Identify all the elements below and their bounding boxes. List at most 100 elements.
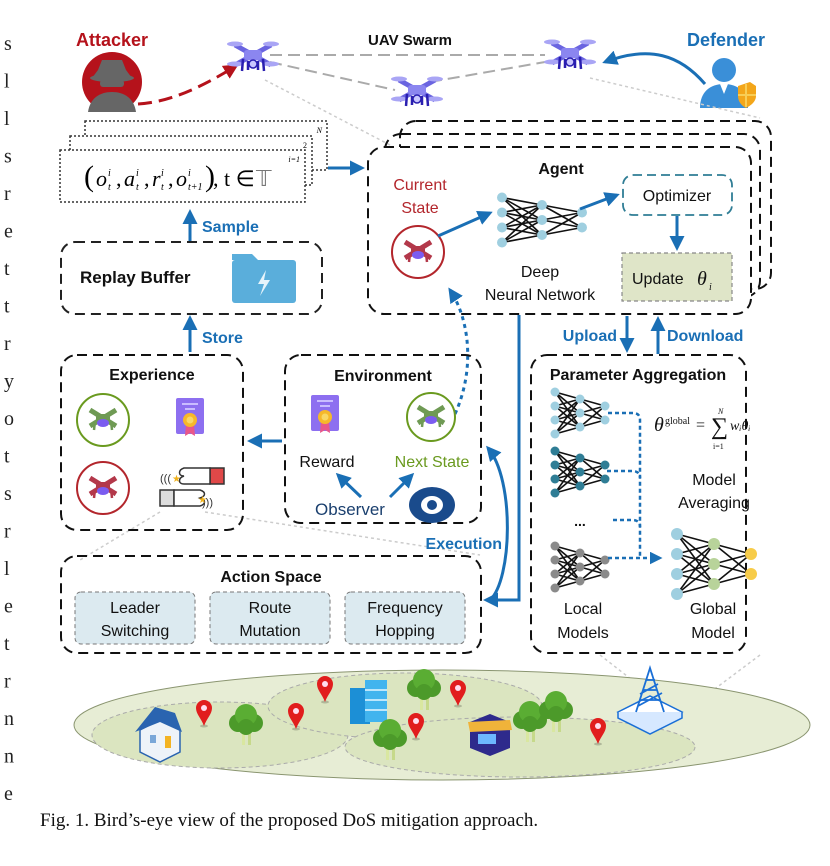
- office-building-icon: [350, 680, 387, 724]
- global-model-icon: [671, 528, 757, 600]
- margin-letter: n: [4, 746, 14, 768]
- nn-edge: [554, 398, 581, 421]
- nn-node: [600, 460, 610, 470]
- margin-letter: t: [4, 296, 10, 318]
- svg-text:t: t: [108, 182, 111, 193]
- margin-letter: t: [4, 633, 10, 655]
- nn-edge: [501, 204, 543, 244]
- nn-edge: [579, 464, 606, 487]
- svg-text:𝕋: 𝕋: [255, 166, 272, 191]
- reward-label: Reward: [299, 454, 354, 471]
- attack-arrow: [137, 64, 239, 106]
- svg-text:★: ★: [198, 495, 207, 506]
- nn-node: [708, 578, 720, 590]
- nn-edge: [501, 204, 543, 229]
- stack-label-2: 2: [303, 141, 307, 150]
- stack-label-i1: i=1: [288, 155, 300, 164]
- uav-drone-1-icon: [227, 42, 279, 72]
- replay-buffer-box: [60, 241, 323, 315]
- shop-icon: [468, 714, 512, 756]
- defender-icon: [700, 58, 756, 108]
- uav-drone-3-icon: [544, 40, 596, 70]
- figure-caption: Fig. 1. Bird’s-eye view of the proposed …: [40, 810, 538, 831]
- current-state-drone-icon: [391, 225, 445, 279]
- nn-edge: [676, 543, 715, 595]
- nn-node: [575, 481, 585, 491]
- replay-buffer-title: Replay Buffer: [80, 268, 191, 287]
- action-label-line1: Route: [249, 600, 292, 617]
- svg-text:i=1: i=1: [713, 442, 724, 451]
- nn-node: [600, 474, 610, 484]
- svg-text:, t ∈: , t ∈: [213, 166, 255, 191]
- margin-letter: s: [4, 33, 12, 55]
- update-label: Update: [632, 271, 684, 288]
- margin-letter: e: [4, 596, 13, 618]
- update-box: [621, 252, 733, 302]
- margin-letter: n: [4, 708, 14, 730]
- cell-tower-icon: [616, 665, 684, 735]
- nn-node: [575, 548, 585, 558]
- nn-node: [537, 230, 547, 240]
- transition-tuple: ( o it , a it , r it , o it+1 ) , t ∈ 𝕋: [84, 160, 272, 193]
- nn-edge: [579, 405, 606, 428]
- global-model-line2: Model: [691, 625, 735, 642]
- margin-letter: r: [4, 333, 11, 355]
- action-space-box: [60, 555, 482, 654]
- nn-node: [575, 394, 585, 404]
- nn-edge: [713, 573, 752, 585]
- nn-edge: [541, 204, 583, 214]
- nn-node: [600, 401, 610, 411]
- nn-edge: [676, 543, 715, 575]
- nn-node: [577, 222, 587, 233]
- svg-text:i: i: [136, 168, 139, 179]
- svg-text:r: r: [152, 166, 161, 191]
- nn-edge: [501, 196, 543, 206]
- nn-edge: [501, 219, 543, 244]
- nn-node: [550, 429, 560, 439]
- environment-title: Environment: [334, 368, 432, 385]
- local-models-line2: Models: [557, 625, 609, 642]
- state-to-dnn-arrow: [437, 210, 493, 238]
- svg-text:t+1: t+1: [188, 182, 203, 193]
- svg-text:o: o: [96, 166, 107, 191]
- nn-edge: [713, 553, 752, 585]
- aggregation-title: Parameter Aggregation: [550, 367, 726, 384]
- next-state-drone-icon: [406, 392, 456, 442]
- observer-to-next-state-arrow: [388, 472, 415, 499]
- svg-text:t: t: [136, 182, 139, 193]
- margin-letter: s: [4, 146, 12, 168]
- download-label: Download: [667, 328, 743, 345]
- margin-letter: y: [4, 371, 14, 393]
- margin-letter: o: [4, 408, 14, 430]
- aggregation-box: [530, 354, 747, 654]
- dnn-label-line1: Deep: [521, 264, 559, 281]
- nn-node: [671, 548, 683, 560]
- margin-letter: s: [4, 483, 12, 505]
- store-label: Store: [202, 330, 243, 347]
- experience-box: [60, 354, 244, 531]
- margin-letter: l: [4, 558, 10, 580]
- nn-node: [671, 568, 683, 580]
- nn-edge: [554, 566, 581, 589]
- model-averaging-line2: Averaging: [678, 495, 750, 512]
- optimizer-box: [622, 174, 733, 216]
- nn-edge: [554, 471, 581, 494]
- agent-to-action-arrow: [483, 315, 521, 608]
- observer-eye-icon: [409, 487, 455, 523]
- reward-certificate-icon: [311, 395, 339, 433]
- svg-text:): ): [205, 160, 215, 193]
- uav-swarm-label: UAV Swarm: [368, 32, 452, 49]
- experience-action-fistbump-icon: ((( ))) ★ ★: [159, 467, 225, 509]
- margin-letter: r: [4, 521, 11, 543]
- nn-node: [537, 215, 547, 225]
- nn-node: [600, 415, 610, 425]
- nn-edge: [554, 552, 581, 589]
- nn-edge: [554, 412, 581, 435]
- nn-node: [550, 415, 560, 425]
- svg-text:N: N: [717, 407, 724, 416]
- action-space-title: Action Space: [220, 569, 321, 586]
- upload-label: Upload: [563, 328, 617, 345]
- defend-arrow: [602, 50, 707, 85]
